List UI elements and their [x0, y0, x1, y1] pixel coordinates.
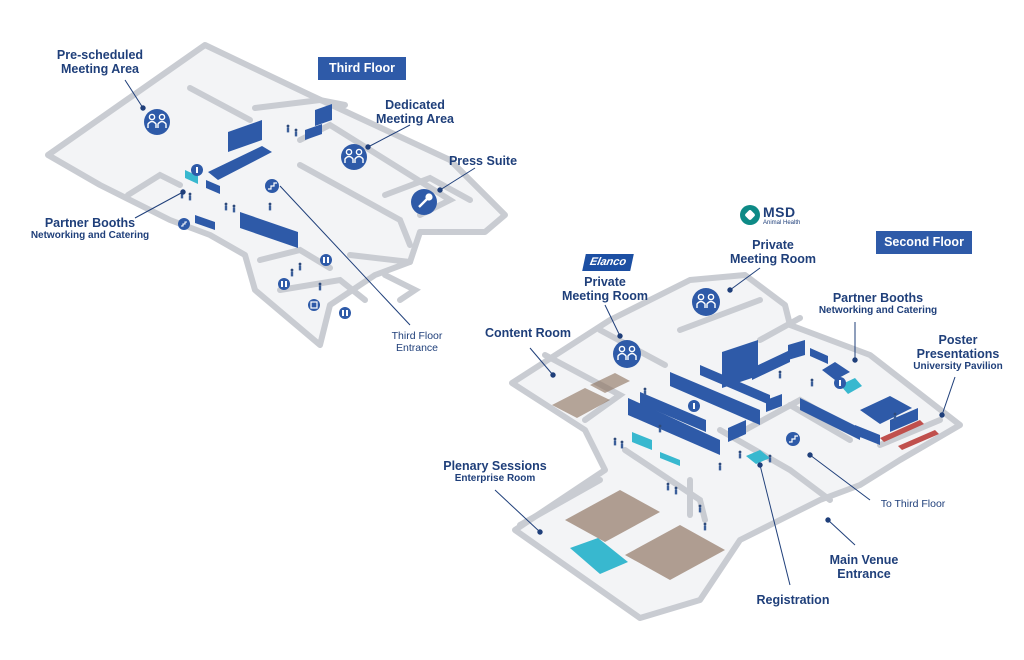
second-partner-booths-label: Partner Booths Networking and Catering: [808, 291, 948, 316]
msd-logo-wordmark: MSD: [763, 204, 796, 220]
info-icon: [688, 400, 700, 412]
third-floor-entrance-text: Third Floor Entrance: [391, 330, 443, 354]
meeting-icon: [341, 144, 367, 170]
third-floor-booths: [195, 104, 332, 248]
meeting-icon: [613, 340, 641, 368]
third-partner-booths-sub: Networking and Catering: [30, 230, 150, 241]
meeting-icon: [144, 109, 170, 135]
stairs-icon: [265, 179, 279, 193]
private-meeting-room-1-label: Private Meeting Room: [718, 238, 828, 266]
plenary-sessions-text: Plenary Sessions: [443, 459, 547, 473]
restroom-icon: [278, 278, 290, 290]
plenary-sessions-sub: Enterprise Room: [454, 473, 536, 484]
press-suite-label: Press Suite: [438, 154, 528, 168]
second-floor-booths: [628, 340, 918, 455]
elanco-logo: Elanco: [582, 254, 634, 271]
third-partner-booths-label: Partner Booths Networking and Catering: [20, 216, 160, 241]
registration-label: Registration: [748, 593, 838, 607]
msd-logo-sub: Animal Health: [763, 220, 801, 226]
stairs-icon: [178, 218, 190, 230]
restroom-icon: [339, 307, 351, 319]
third-floor-teal-counter: [185, 170, 198, 184]
main-venue-entrance-label: Main Venue Entrance: [814, 553, 914, 581]
pre-scheduled-text: Pre-scheduled Meeting Area: [56, 48, 144, 76]
poster-presentations-text: Poster Presentations: [916, 333, 1000, 361]
private-meeting-room-2-text: Private Meeting Room: [561, 275, 649, 303]
registration-text: Registration: [756, 593, 830, 607]
content-room-seating: [552, 373, 630, 418]
pre-scheduled-label: Pre-scheduled Meeting Area: [45, 48, 155, 76]
restroom-icon: [320, 254, 332, 266]
poster-presentations-sub: University Pavilion: [913, 361, 1003, 372]
second-partner-booths-title: Partner Booths: [832, 291, 924, 305]
to-third-floor-label: To Third Floor: [866, 498, 960, 511]
second-floor-leaders: [494, 267, 956, 586]
second-floor-plan: [494, 267, 963, 621]
poster-stands: [880, 420, 939, 450]
to-third-floor-text: To Third Floor: [880, 498, 946, 510]
third-partner-booths-title: Partner Booths: [44, 216, 136, 230]
second-floor-tag: Second Floor: [876, 231, 972, 254]
private-meeting-room-2-label: Private Meeting Room: [550, 275, 660, 303]
dedicated-meeting-label: Dedicated Meeting Area: [360, 98, 470, 126]
third-floor-leaders: [124, 79, 476, 326]
plenary-sessions-label: Plenary Sessions Enterprise Room: [433, 459, 557, 484]
third-floor-tag: Third Floor: [318, 57, 406, 80]
info-icon: [834, 377, 846, 389]
content-room-text: Content Room: [484, 326, 572, 340]
poster-presentations-label: Poster Presentations University Pavilion: [906, 333, 1010, 372]
press-suite-text: Press Suite: [448, 154, 518, 168]
second-floor-teal: [570, 378, 862, 574]
microphone-icon: [411, 189, 437, 215]
main-venue-entrance-text: Main Venue Entrance: [829, 553, 899, 581]
stairs-icon: [786, 432, 800, 446]
msd-logo-mark: [740, 205, 760, 225]
dedicated-meeting-text: Dedicated Meeting Area: [375, 98, 455, 126]
third-floor-entrance-label: Third Floor Entrance: [372, 330, 462, 355]
plenary-seating: [565, 490, 725, 580]
third-floor-plan: [45, 42, 508, 348]
content-room-label: Content Room: [478, 326, 578, 340]
second-partner-booths-sub: Networking and Catering: [818, 305, 938, 316]
elevator-icon: [308, 299, 320, 311]
private-meeting-room-1-text: Private Meeting Room: [729, 238, 817, 266]
meeting-icon: [692, 288, 720, 316]
info-icon: [191, 164, 203, 176]
